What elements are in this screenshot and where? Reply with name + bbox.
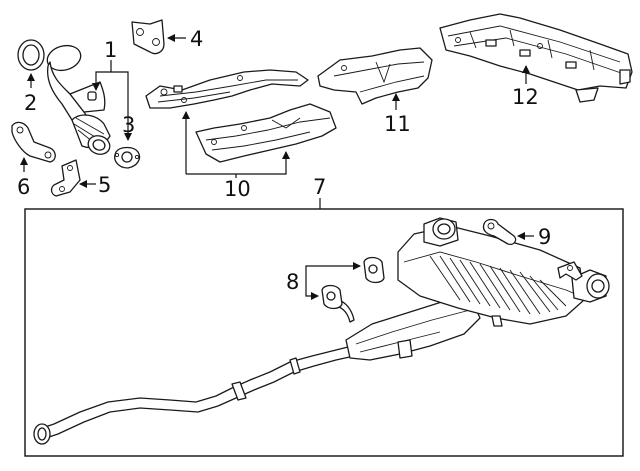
callout-8: 8: [286, 270, 299, 294]
callout-numbers: 1 2 3 4 5 6 7 8 9 10 11 12: [17, 27, 551, 294]
part-12-floor-shield: [439, 13, 633, 103]
callout-9: 9: [538, 225, 551, 249]
callout-6: 6: [17, 175, 30, 199]
part-2-gasket: [17, 39, 45, 71]
callout-12: 12: [512, 85, 539, 109]
callout-5: 5: [98, 173, 111, 197]
part-10-lower-shield: [195, 103, 337, 163]
part-3-gasket: [114, 146, 141, 169]
part-5-bracket: [50, 159, 81, 197]
part-10-upper-shield: [145, 69, 309, 109]
callout-4: 4: [190, 27, 203, 51]
callout-3: 3: [122, 113, 135, 137]
part-8-isolators: [321, 256, 385, 310]
part-4-bracket: [131, 19, 165, 55]
part-1-converter: [46, 44, 111, 155]
part-9-hanger: [482, 218, 517, 246]
callout-7: 7: [313, 175, 326, 199]
callout-2: 2: [24, 91, 37, 115]
part-7-exhaust-assembly: [33, 217, 610, 445]
part-6-bracket: [11, 121, 56, 163]
part-11-shield: [317, 47, 433, 105]
callout-10: 10: [224, 177, 251, 201]
assembly-frame: [24, 208, 624, 457]
callout-11: 11: [384, 112, 411, 136]
leader-lines: [20, 34, 534, 300]
callout-1: 1: [104, 38, 117, 62]
